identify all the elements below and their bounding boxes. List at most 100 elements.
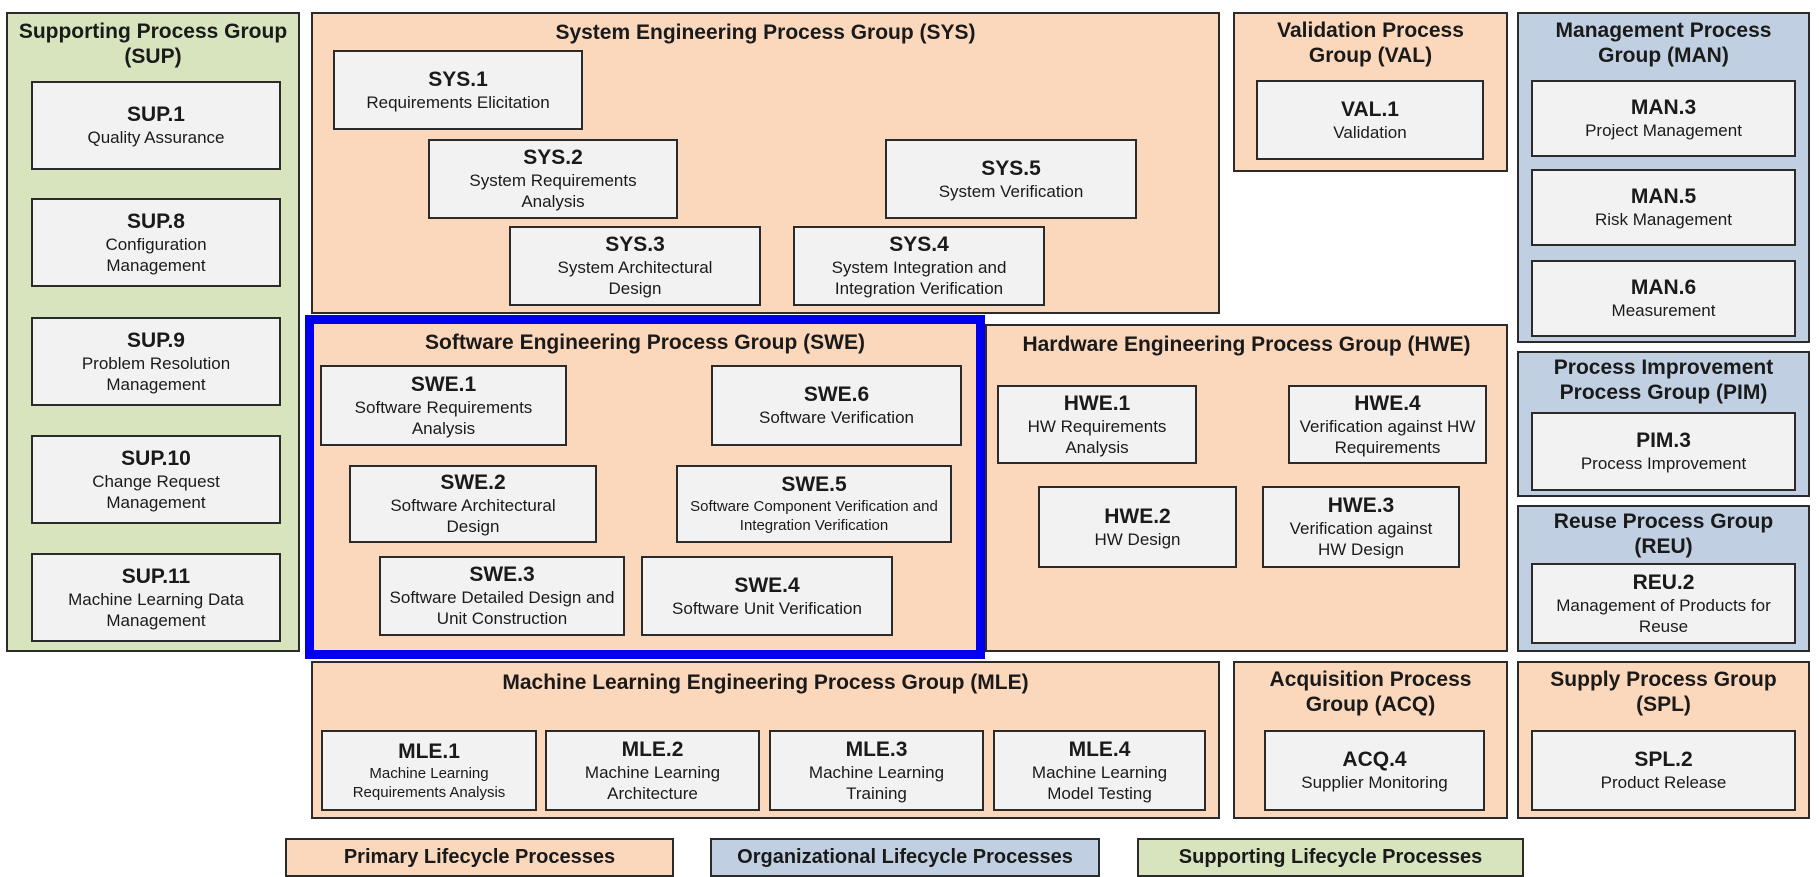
process-name: Verification against HW Design [1289, 519, 1433, 559]
process-swe-1[interactable]: SWE.1 Software Requirements Analysis [320, 365, 567, 446]
process-id: ACQ.4 [1342, 748, 1407, 771]
process-swe-3[interactable]: SWE.3 Software Detailed Design and Unit … [379, 556, 625, 636]
group-title-line: Group (VAL) [1308, 44, 1433, 67]
process-id: SYS.4 [889, 233, 949, 256]
process-sup-1[interactable]: SUP.1 Quality Assurance [31, 81, 281, 170]
group-mle-title: Machine Learning Engineering Process Gro… [502, 671, 1029, 694]
process-sys-4[interactable]: SYS.4 System Integration and Integration… [793, 226, 1045, 306]
process-reu-2[interactable]: REU.2 Management of Products for Reuse [1531, 563, 1796, 644]
process-mle-2[interactable]: MLE.2 Machine Learning Architecture [545, 730, 760, 811]
legend-label: Primary Lifecycle Processes [343, 846, 616, 868]
process-sup-8[interactable]: SUP.8 Configuration Management [31, 198, 281, 287]
process-hwe-3[interactable]: HWE.3 Verification against HW Design [1262, 486, 1460, 568]
process-hwe-2[interactable]: HWE.2 HW Design [1038, 486, 1237, 568]
process-sys-5[interactable]: SYS.5 System Verification [885, 139, 1137, 219]
group-title-line: (REU) [1634, 535, 1693, 558]
process-name: Software Component Verification and Inte… [690, 498, 938, 534]
group-sup-title: Supporting Process Group (SUP) [8, 19, 298, 69]
process-id: SUP.9 [127, 328, 185, 352]
process-spl-2[interactable]: SPL.2 Product Release [1531, 730, 1796, 811]
process-id: SUP.11 [121, 564, 191, 588]
process-name: Requirements Elicitation [366, 92, 550, 112]
process-id: SWE.2 [440, 471, 506, 494]
process-sup-9[interactable]: SUP.9 Problem Resolution Management [31, 317, 281, 406]
process-name: Software Architectural Design [390, 496, 556, 536]
process-id: SUP.8 [127, 209, 185, 233]
group-pim: Process Improvement Process Group (PIM) … [1517, 351, 1810, 497]
process-name: Project Management [1585, 121, 1742, 140]
process-man-5[interactable]: MAN.5 Risk Management [1531, 169, 1796, 246]
process-acq-4[interactable]: ACQ.4 Supplier Monitoring [1264, 730, 1485, 811]
process-name: Software Unit Verification [672, 598, 862, 618]
process-name: Measurement [1611, 301, 1716, 320]
process-id: MAN.6 [1630, 276, 1697, 299]
group-reu: Reuse Process Group (REU) REU.2 Manageme… [1517, 505, 1810, 652]
process-man-6[interactable]: MAN.6 Measurement [1531, 260, 1796, 337]
process-name: System Architectural Design [557, 258, 713, 298]
group-val-title: Validation Process Group (VAL) [1235, 18, 1506, 68]
process-id: SYS.3 [605, 233, 665, 256]
group-title-line: (SPL) [1636, 693, 1691, 716]
process-name: Risk Management [1594, 210, 1732, 229]
process-name: Product Release [1600, 773, 1727, 792]
legend-organizational: Organizational Lifecycle Processes [710, 838, 1100, 877]
group-man-title: Management Process Group (MAN) [1519, 18, 1808, 68]
process-id: SYS.2 [523, 146, 583, 169]
process-sup-11[interactable]: SUP.11 Machine Learning Data Management [31, 553, 281, 642]
group-title-line: Acquisition Process [1269, 668, 1472, 691]
process-val-1[interactable]: VAL.1 Validation [1256, 80, 1484, 160]
group-acq-title: Acquisition Process Group (ACQ) [1235, 667, 1506, 717]
process-hwe-1[interactable]: HWE.1 HW Requirements Analysis [997, 385, 1197, 464]
group-title-line: Group (ACQ) [1305, 693, 1436, 716]
process-mle-4[interactable]: MLE.4 Machine Learning Model Testing [993, 730, 1206, 811]
process-swe-2[interactable]: SWE.2 Software Architectural Design [349, 465, 597, 543]
legend-label: Organizational Lifecycle Processes [737, 846, 1073, 868]
process-name: Machine Learning Model Testing [1031, 762, 1168, 803]
group-spl: Supply Process Group (SPL) SPL.2 Product… [1517, 661, 1810, 819]
group-title-line: Process Group (PIM) [1559, 381, 1768, 404]
process-id: SWE.3 [469, 563, 535, 586]
process-id: VAL.1 [1341, 97, 1399, 121]
process-id: SYS.5 [981, 156, 1041, 180]
process-name: Change Request Management [92, 471, 220, 512]
process-id: SYS.1 [428, 67, 488, 91]
process-name: Supplier Monitoring [1301, 773, 1448, 792]
process-name: HW Requirements Analysis [1027, 416, 1167, 457]
process-name: Validation [1333, 122, 1407, 142]
process-id: MLE.1 [398, 739, 460, 763]
process-swe-6[interactable]: SWE.6 Software Verification [711, 365, 962, 446]
process-swe-4[interactable]: SWE.4 Software Unit Verification [641, 556, 893, 636]
process-sys-3[interactable]: SYS.3 System Architectural Design [509, 226, 761, 306]
process-mle-1[interactable]: MLE.1 Machine Learning Requirements Anal… [321, 730, 537, 811]
process-id: HWE.2 [1104, 504, 1171, 528]
process-sys-1[interactable]: SYS.1 Requirements Elicitation [333, 50, 583, 130]
group-title-line: Supporting Process Group [18, 20, 288, 43]
process-name: System Verification [938, 181, 1084, 201]
process-id: SWE.4 [734, 573, 800, 597]
process-id: MLE.4 [1068, 737, 1131, 761]
process-name: HW Design [1094, 529, 1181, 549]
legend-supporting: Supporting Lifecycle Processes [1137, 838, 1524, 877]
process-sup-10[interactable]: SUP.10 Change Request Management [31, 435, 281, 524]
process-sys-2[interactable]: SYS.2 System Requirements Analysis [428, 139, 678, 219]
group-hwe-title: Hardware Engineering Process Group (HWE) [1022, 333, 1471, 356]
process-hwe-4[interactable]: HWE.4 Verification against HW Requiremen… [1288, 385, 1487, 464]
process-id: MAN.3 [1630, 96, 1697, 119]
process-name: Management of Products for Reuse [1556, 595, 1771, 636]
group-acq: Acquisition Process Group (ACQ) ACQ.4 Su… [1233, 661, 1508, 819]
process-id: SUP.1 [127, 103, 185, 126]
process-id: REU.2 [1632, 570, 1695, 594]
group-hwe: Hardware Engineering Process Group (HWE)… [985, 324, 1508, 652]
group-man: Management Process Group (MAN) MAN.3 Pro… [1517, 12, 1810, 343]
group-swe-title: Software Engineering Process Group (SWE) [425, 331, 865, 354]
process-id: MLE.2 [621, 737, 684, 761]
process-man-3[interactable]: MAN.3 Project Management [1531, 80, 1796, 157]
process-mle-3[interactable]: MLE.3 Machine Learning Training [769, 730, 984, 811]
process-pim-3[interactable]: PIM.3 Process Improvement [1531, 412, 1796, 491]
process-name: System Requirements Analysis [469, 171, 637, 211]
process-swe-5[interactable]: SWE.5 Software Component Verification an… [676, 465, 952, 543]
process-id: MAN.5 [1630, 185, 1697, 208]
process-name: System Integration and Integration Verif… [831, 258, 1007, 298]
group-val: Validation Process Group (VAL) VAL.1 Val… [1233, 12, 1508, 172]
process-id: SWE.6 [803, 383, 870, 406]
